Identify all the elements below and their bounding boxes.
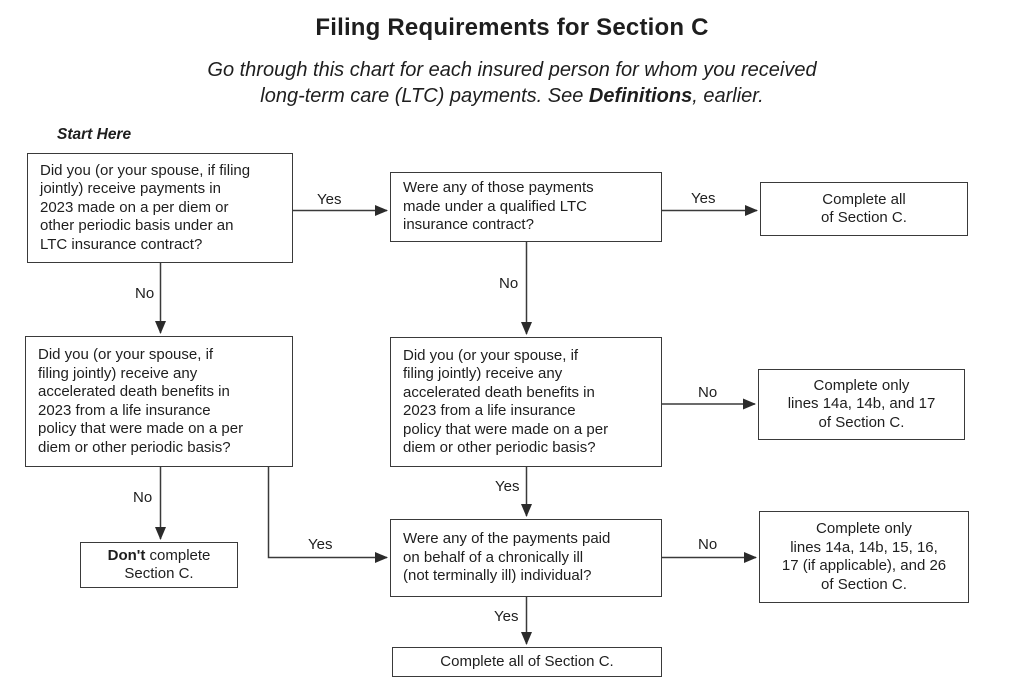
edge-label-no-qualified: No	[498, 275, 520, 292]
decision-chronically-ill-individual: Were any of the payments paid on behalf …	[390, 519, 662, 597]
decision-qualified-ltc-contract-text: Were any of those payments made under a …	[403, 179, 594, 234]
result-complete-only-lines-14a-14b-17: Complete only lines 14a, 14b, and 17 of …	[758, 369, 965, 440]
definitions-reference: Definitions	[588, 85, 693, 107]
edge-label-no-adb-left: No	[132, 489, 154, 506]
result-dont-complete-section-c: Don't complete Section C.	[80, 542, 238, 588]
result-complete-all-section-c-bottom: Complete all of Section C.	[392, 647, 662, 677]
result-complete-only-lines-14a-14b-15-16-17-26: Complete only lines 14a, 14b, 15, 16, 17…	[759, 511, 969, 603]
edge-label-yes-adb-left: Yes	[307, 536, 334, 553]
connector-yes-adb-left-to-chronically-ill	[267, 467, 388, 563]
chart-instructions: Go through this chart for each insured p…	[0, 57, 1024, 109]
chart-instructions-line2: long-term care (LTC) payments. See Defin…	[260, 85, 764, 107]
decision-qualified-ltc-contract: Were any of those payments made under a …	[390, 172, 662, 242]
result-complete-all-section-c-top: Complete all of Section C.	[760, 182, 968, 236]
result-complete-all-section-c-bottom-text: Complete all of Section C.	[440, 652, 614, 670]
decision-chronically-ill-individual-text: Were any of the payments paid on behalf …	[403, 530, 611, 585]
edge-label-yes-qualified: Yes	[690, 190, 717, 207]
decision-accelerated-death-benefits-left-text: Did you (or your spouse, if filing joint…	[38, 346, 244, 456]
decision-accelerated-death-benefits-left: Did you (or your spouse, if filing joint…	[25, 336, 293, 467]
edge-label-yes-adb-mid: Yes	[494, 478, 521, 495]
page-title: Filing Requirements for Section C	[315, 14, 709, 41]
result-complete-only-lines-14a-14b-17-text: Complete only lines 14a, 14b, and 17 of …	[787, 376, 936, 431]
decision-accelerated-death-benefits-middle-text: Did you (or your spouse, if filing joint…	[403, 346, 609, 457]
edge-label-yes-chronically-ill: Yes	[493, 608, 520, 625]
result-complete-all-section-c-top-text: Complete all of Section C.	[821, 190, 907, 227]
decision-per-diem-payments: Did you (or your spouse, if filing joint…	[27, 153, 293, 263]
result-complete-only-lines-14a-14b-15-16-17-26-text: Complete only lines 14a, 14b, 15, 16, 17…	[781, 520, 947, 593]
edge-label-yes-perdiem: Yes	[316, 191, 343, 208]
result-dont-complete-section-c-text: Don't complete Section C.	[107, 546, 211, 583]
edge-label-no-chronically-ill: No	[697, 536, 719, 553]
decision-accelerated-death-benefits-middle: Did you (or your spouse, if filing joint…	[390, 337, 662, 467]
chart-instructions-line1: Go through this chart for each insured p…	[207, 59, 817, 81]
start-here-label: Start Here	[57, 126, 132, 143]
edge-label-no-adb-mid: No	[697, 384, 719, 401]
decision-per-diem-payments-text: Did you (or your spouse, if filing joint…	[40, 161, 251, 253]
edge-label-no-perdiem: No	[134, 285, 156, 302]
